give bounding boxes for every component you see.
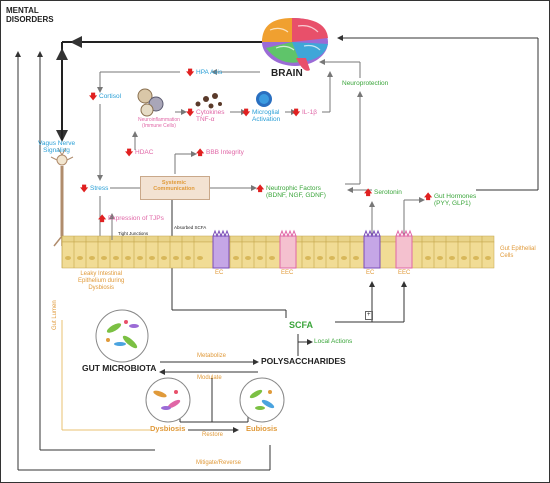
eec-label-2: EEC	[398, 270, 411, 276]
brain-icon	[262, 18, 328, 71]
cell-nucleus	[449, 256, 455, 260]
absorbed-scfa-label: Absorbed SCFA	[174, 225, 207, 230]
down-arrow-icon: 🡇	[186, 108, 195, 117]
neuroinflammation-label: Neuroinflammation (Immune Cells)	[138, 117, 180, 129]
serotonin-label: Serotonin	[374, 189, 402, 196]
hpa-axis-label: HPA Axis	[196, 69, 223, 76]
cell-nucleus	[269, 256, 275, 260]
systemic-communication-box	[140, 176, 210, 200]
cell-nucleus	[473, 256, 479, 260]
eec-cell-2	[395, 229, 413, 269]
dysbiosis-label: Dysbiosis	[150, 424, 186, 433]
dysbiosis-icon	[145, 377, 191, 423]
microglial-activation-label: Microglial Activation	[252, 109, 281, 124]
cell-nucleus	[233, 256, 239, 260]
gut-microbiota-icon	[95, 309, 149, 363]
up-arrow-icon: 🡅	[98, 214, 107, 223]
up-arrow-icon: 🡅	[424, 192, 433, 201]
eubiosis-label: Eubiosis	[246, 424, 278, 433]
down-arrow-icon: 🡇	[186, 68, 195, 77]
cell-nucleus	[185, 256, 191, 260]
cell-nucleus	[161, 256, 167, 260]
hdac-label: HDAC	[135, 149, 154, 156]
il1b-label: IL-1β	[302, 109, 317, 116]
neurotrophic-factors-label: Neutrophic Factors (BDNF, NGF, GDNF)	[266, 185, 326, 200]
tight-junctions-label: Tight Junctions	[118, 231, 149, 236]
cell-nucleus	[317, 256, 323, 260]
cell-nucleus	[485, 256, 491, 260]
ec-cell-1	[212, 229, 230, 269]
ec-label-2: EC	[366, 270, 375, 276]
brain-label: BRAIN	[271, 68, 303, 79]
cell-nucleus	[425, 256, 431, 260]
cell-nucleus	[341, 256, 347, 260]
local-actions-label: Local Actions	[314, 338, 353, 345]
cell-nucleus	[125, 256, 131, 260]
eubiosis-icon	[239, 377, 285, 423]
cytokines-label: Cytokines TNF-α	[196, 109, 225, 124]
vagus-nerve-label: Vagus Nerve Signaling	[38, 140, 76, 155]
down-arrow-icon: 🡇	[292, 108, 301, 117]
plus-label: +	[365, 311, 373, 320]
down-arrow-icon: 🡇	[242, 108, 251, 117]
stress-label: Stress	[90, 185, 109, 192]
eec-label-1: EEC	[281, 270, 294, 276]
cell-nucleus	[305, 256, 311, 260]
microglia-icon	[256, 91, 272, 107]
bbb-integrity-label: BBB Integrity	[206, 149, 244, 156]
cell-nucleus	[77, 256, 83, 260]
cell-nucleus	[113, 256, 119, 260]
ec-label-1: EC	[215, 270, 224, 276]
leaky-epithelium-label: Leaky Intestinal Epithelium during Dysbi…	[78, 271, 125, 291]
cell-nucleus	[101, 256, 107, 260]
down-arrow-icon: 🡇	[125, 148, 134, 157]
cytokine-icon	[195, 93, 222, 109]
cortisol-label: Cortisol	[99, 93, 122, 100]
cell-nucleus	[137, 256, 143, 260]
mental-disorders-label: MENTAL DISORDERS	[6, 6, 54, 25]
down-arrow-icon: 🡇	[80, 184, 89, 193]
cell-nucleus	[461, 256, 467, 260]
cell-nucleus	[89, 256, 95, 260]
ec-cell-2	[363, 229, 381, 269]
cell-nucleus	[329, 256, 335, 260]
scfa-label: SCFA	[289, 320, 314, 330]
modulate-label: Modulate	[197, 375, 222, 381]
expression-tjps-label: Expression of TJPs	[108, 215, 164, 222]
restore-label: Restore	[202, 432, 224, 438]
gut-epithelium	[61, 235, 495, 269]
gut-microbiota-label: GUT MICROBIOTA	[82, 363, 157, 373]
gut-epithelial-cells-label: Gut Epithelial Cells	[500, 246, 536, 259]
cell-nucleus	[437, 256, 443, 260]
metabolize-label: Metabolize	[197, 353, 227, 359]
down-arrow-icon: 🡇	[89, 92, 98, 101]
immune-cells-icon	[137, 88, 164, 117]
neuron-icon	[50, 147, 74, 247]
mitigate-reverse-label: Mitigate/Reverse	[196, 460, 242, 466]
cell-nucleus	[353, 256, 359, 260]
systemic-communication-label: Systemic Communication	[153, 180, 195, 193]
cell-nucleus	[65, 256, 71, 260]
cell-nucleus	[245, 256, 251, 260]
up-arrow-icon: 🡅	[196, 148, 205, 157]
cell-nucleus	[149, 256, 155, 260]
cell-nucleus	[173, 256, 179, 260]
gut-hormones-label: Gut Hormones (PYY, GLP1)	[434, 193, 477, 208]
polysaccharides-label: POLYSACCHARIDES	[261, 356, 346, 366]
eec-cell-1	[279, 229, 297, 269]
cell-nucleus	[197, 256, 203, 260]
gut-lumen-label: Gut Lumen	[52, 300, 58, 330]
up-arrow-icon: 🡅	[256, 184, 265, 193]
neuroprotection-label: Neuroprotection	[342, 80, 389, 87]
up-arrow-icon: 🡅	[364, 188, 373, 197]
cell-nucleus	[257, 256, 263, 260]
